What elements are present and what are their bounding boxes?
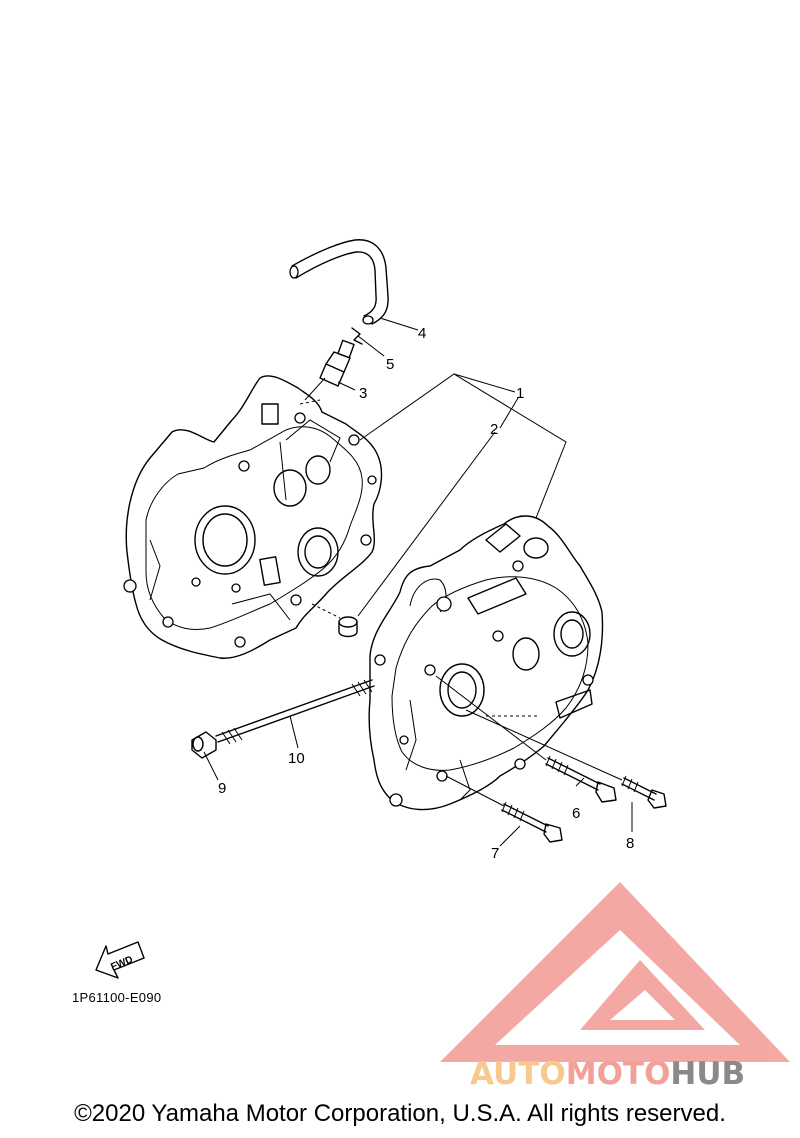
part-number-3: 3 (359, 385, 367, 402)
hose-clip (351, 327, 363, 345)
part-number-5: 5 (386, 356, 394, 373)
part-number-2: 2 (490, 421, 498, 438)
copyright-notice: ©2020 Yamaha Motor Corporation, U.S.A. A… (74, 1100, 726, 1127)
part-number-6: 6 (572, 805, 580, 822)
part-number-7: 7 (491, 845, 499, 862)
bolt-8 (621, 775, 667, 809)
part-number-8: 8 (626, 835, 634, 852)
dowel-pin (311, 603, 358, 638)
automotohub-logo (440, 882, 790, 1062)
watermark-auto: AUTO (470, 1056, 566, 1092)
diagram-code: 1P61100-E090 (72, 990, 162, 1005)
watermark-wordmark: AUTOMOTOHUB (470, 1056, 745, 1092)
crankcase-right (368, 515, 604, 811)
bolt-6 (545, 755, 617, 803)
bolt-7 (501, 801, 563, 843)
fwd-label: FWD (109, 954, 134, 973)
watermark-moto: MOTO (565, 1056, 671, 1092)
stud-bolt (215, 679, 375, 745)
flange-nut (191, 731, 217, 759)
leader-lines (203, 317, 633, 847)
part-number-4: 4 (418, 325, 426, 342)
part-number-1: 1 (516, 385, 524, 402)
watermark-hub: HUB (670, 1056, 746, 1092)
part-number-9: 9 (218, 780, 226, 797)
crankcase-left (123, 375, 383, 659)
part-number-10: 10 (288, 750, 305, 767)
breather-hose (289, 239, 389, 325)
breather-fitting (304, 339, 355, 401)
fwd-arrow-icon: FWD (95, 941, 145, 979)
